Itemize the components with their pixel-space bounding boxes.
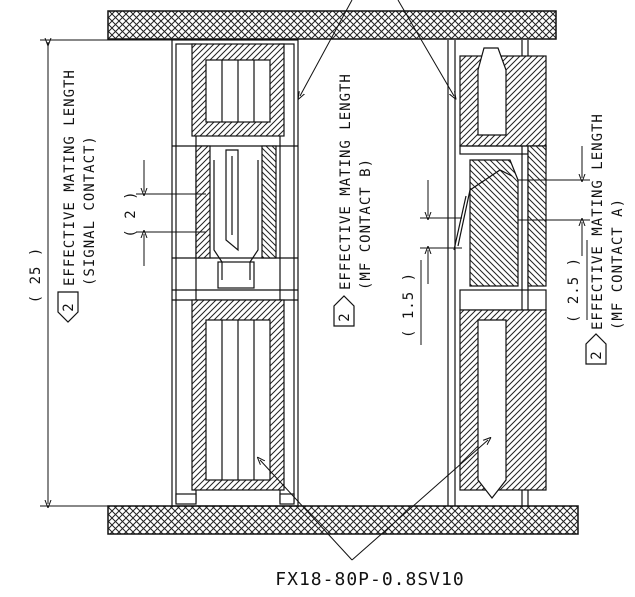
mf-a-mating-length-line2: (MF CONTACT A) — [610, 198, 626, 330]
part-number-label: FX18-80P-0.8SV10 — [275, 569, 464, 590]
mf-b-dimension-label: ( 1.5 ) — [401, 272, 417, 338]
note-marker-mf-b-number: 2 — [337, 312, 353, 321]
mf-a-dimension — [518, 146, 590, 320]
right-connector-section — [447, 40, 547, 506]
leader-lines — [260, 0, 488, 561]
signal-mating-length-line1: EFFECTIVE MATING LENGTH — [62, 69, 78, 286]
overall-dimension — [40, 40, 176, 506]
top-pcb — [107, 10, 557, 40]
mf-b-mating-length-line2: (MF CONTACT B) — [358, 158, 374, 290]
mf-b-dimension — [420, 180, 462, 345]
mf-a-mating-length-line1: EFFECTIVE MATING LENGTH — [590, 113, 606, 330]
note-marker-mf-a: 2 — [585, 333, 607, 365]
signal-mating-length-line2: (SIGNAL CONTACT) — [82, 135, 98, 286]
note-marker-signal: 2 — [57, 291, 79, 323]
mf-a-dimension-label: ( 2.5 ) — [566, 257, 582, 323]
signal-dimension — [136, 160, 206, 266]
overall-dimension-label: ( 25 ) — [28, 247, 44, 304]
signal-dimension-label: ( 2 ) — [123, 190, 139, 237]
left-connector-section — [171, 39, 299, 507]
note-marker-mf-a-number: 2 — [589, 350, 605, 359]
note-marker-signal-number: 2 — [61, 302, 77, 311]
mf-b-mating-length-line1: EFFECTIVE MATING LENGTH — [338, 73, 354, 290]
note-marker-mf-b: 2 — [333, 295, 355, 327]
bottom-pcb — [107, 505, 579, 535]
